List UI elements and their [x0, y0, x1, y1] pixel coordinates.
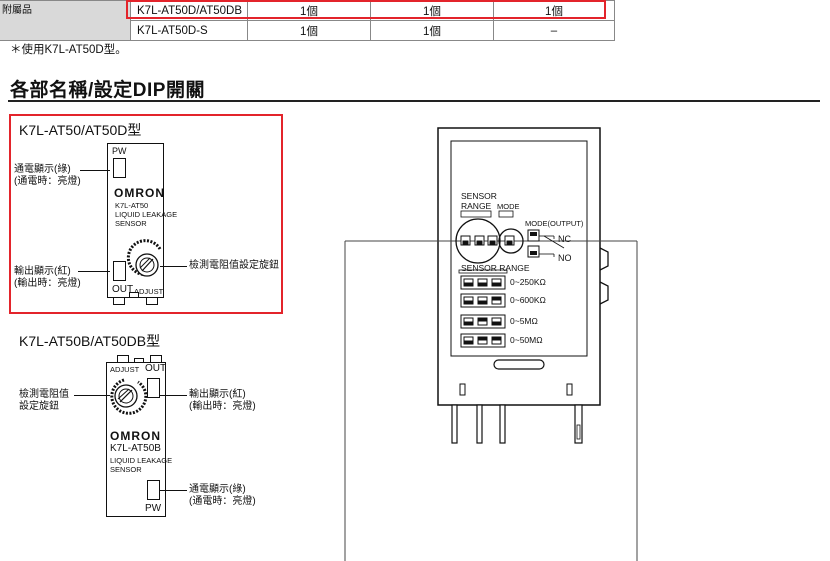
section-divider [8, 100, 820, 102]
sensor-range-label: SENSOR [461, 191, 497, 201]
desc-label: LIQUID LEAKAGE [115, 210, 178, 219]
pw-label: PW [145, 503, 162, 514]
omron-logo: OMRON [114, 186, 165, 200]
desc-label: SENSOR [110, 465, 142, 474]
adjust-label: ADJUST [110, 365, 140, 374]
table-row: 附屬品 K7L-AT50D/AT50DB 1個 1個 1個 [0, 0, 615, 41]
model-label: K7L-AT50B [110, 443, 161, 454]
range-option: 0~5MΩ [510, 316, 538, 326]
value-cell: 1個 [247, 20, 371, 41]
range-setting-rows [460, 275, 506, 348]
callout-line [74, 395, 110, 396]
range-option: 0~250KΩ [510, 277, 546, 287]
out-label: OUT [112, 284, 134, 295]
model-b-device: ADJUST OUT OMRON K7L-AT50B LIQUID LEAKAG… [106, 362, 172, 517]
output-led-callout: 輸出顯示(紅) (輸出時：亮燈) [189, 389, 256, 412]
adjust-label: ADJUST [134, 287, 164, 296]
value-cell: – [493, 20, 615, 41]
mode-label: MODE [497, 202, 520, 211]
dial-callout: 檢測電阻值 設定旋鈕 [19, 389, 69, 412]
row-highlight-box [126, 0, 606, 19]
out-label: OUT [145, 363, 167, 374]
omron-logo: OMRON [110, 429, 161, 443]
model-a-highlight-box [9, 114, 283, 314]
callout-line [80, 170, 110, 171]
model-a-title: K7L-AT50/AT50D型 [19, 122, 142, 138]
callout-line [160, 395, 187, 396]
callout-line [78, 271, 110, 272]
power-led-callout: 通電顯示(綠) (通電時：亮燈) [14, 164, 81, 187]
model-cell: K7L-AT50D-S [130, 20, 248, 41]
value-cell: 1個 [370, 20, 494, 41]
output-led-callout: 輸出顯示(紅) (輸出時：亮燈) [14, 266, 81, 289]
model-label: K7L-AT50 [115, 201, 149, 210]
dial-callout: 檢測電阻值設定旋鈕 [189, 260, 279, 271]
section-title: 各部名稱/設定DIP開關 [10, 80, 205, 101]
bottom-tab [129, 292, 139, 298]
table-row: K7L-AT50D-S 1個 1個 – [0, 20, 615, 41]
power-led [113, 158, 126, 178]
pw-label: PW [112, 146, 127, 156]
callout-line [160, 490, 187, 491]
model-cell: K7L-AT50D/AT50DB [130, 0, 248, 21]
footnote: ＊使用K7L-AT50D型。 [10, 44, 127, 56]
callout-line [160, 266, 187, 267]
nc-label: NC [558, 234, 571, 244]
sensor-range-label: RANGE [461, 201, 492, 211]
range-option: 0~600KΩ [510, 295, 546, 305]
bottom-tab [113, 297, 125, 305]
accessory-table: 附屬品 K7L-AT50D/AT50DB 1個 1個 1個 K7L-AT50D-… [0, 0, 615, 41]
no-label: NO [558, 253, 572, 263]
sensor-range-title: SENSOR RANGE [461, 263, 530, 273]
bottom-tab [146, 297, 158, 305]
model-b-title: K7L-AT50B/AT50DB型 [19, 333, 161, 349]
desc-label: SENSOR [115, 219, 147, 228]
range-option: 0~50MΩ [510, 335, 543, 345]
table-header-cell: 附屬品 [0, 0, 131, 41]
power-led-callout: 通電顯示(綠) (通電時：亮燈) [189, 484, 256, 507]
sensor-range-dip [460, 235, 515, 246]
output-led [147, 378, 160, 398]
power-led [147, 480, 160, 500]
desc-label: LIQUID LEAKAGE [110, 456, 173, 465]
mode-output-label: MODE(OUTPUT) [525, 219, 584, 228]
output-led [113, 261, 126, 281]
